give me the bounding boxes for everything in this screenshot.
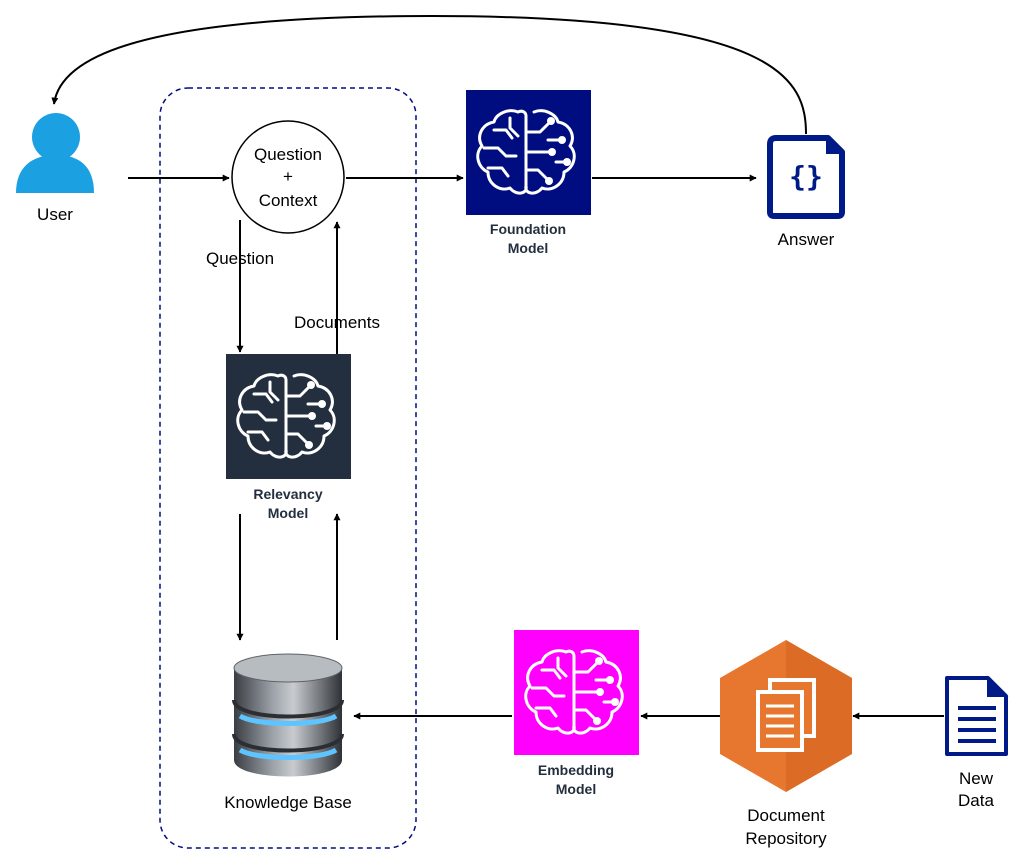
database-icon [232, 653, 344, 777]
relevancy-label-1: Relevancy [253, 486, 322, 502]
foundation-label-1: Foundation [490, 221, 566, 237]
embedding-label-1: Embedding [538, 762, 614, 778]
user-node: User [16, 113, 94, 224]
knowledge-base-label: Knowledge Base [224, 793, 352, 812]
edge-label-question: Question [206, 249, 274, 268]
json-document-icon: {} [767, 135, 845, 219]
user-icon [16, 113, 94, 193]
question-context-node: Question + Context [231, 120, 345, 234]
user-label: User [37, 205, 73, 224]
repository-label-2: Repository [745, 829, 827, 848]
new-data-label-2: Data [958, 791, 994, 810]
document-icon [945, 675, 1009, 756]
answer-to-user-edge [51, 14, 807, 135]
qc-line3: Context [259, 191, 318, 210]
document-repository-node: Document Repository [720, 640, 852, 848]
context-boundary [159, 87, 417, 849]
svg-text:{}: {} [789, 160, 823, 193]
document-repository-icon [720, 640, 852, 792]
foundation-label-2: Model [508, 240, 548, 256]
qc-line1: Question [254, 145, 322, 164]
repository-label-1: Document [747, 806, 825, 825]
new-data-label-1: New [959, 769, 994, 788]
foundation-model-node: Foundation Model [466, 90, 591, 256]
qc-line2: + [283, 167, 293, 186]
answer-node: {} Answer [767, 135, 845, 249]
embedding-model-node: Embedding Model [514, 630, 639, 797]
relevancy-label-2: Model [268, 505, 308, 521]
knowledge-base-node: Knowledge Base [224, 653, 352, 812]
new-data-node: New Data [945, 675, 1009, 810]
embedding-label-2: Model [556, 781, 596, 797]
relevancy-model-node: Relevancy Model [226, 354, 351, 521]
answer-label: Answer [778, 230, 835, 249]
edge-label-documents: Documents [294, 313, 380, 332]
